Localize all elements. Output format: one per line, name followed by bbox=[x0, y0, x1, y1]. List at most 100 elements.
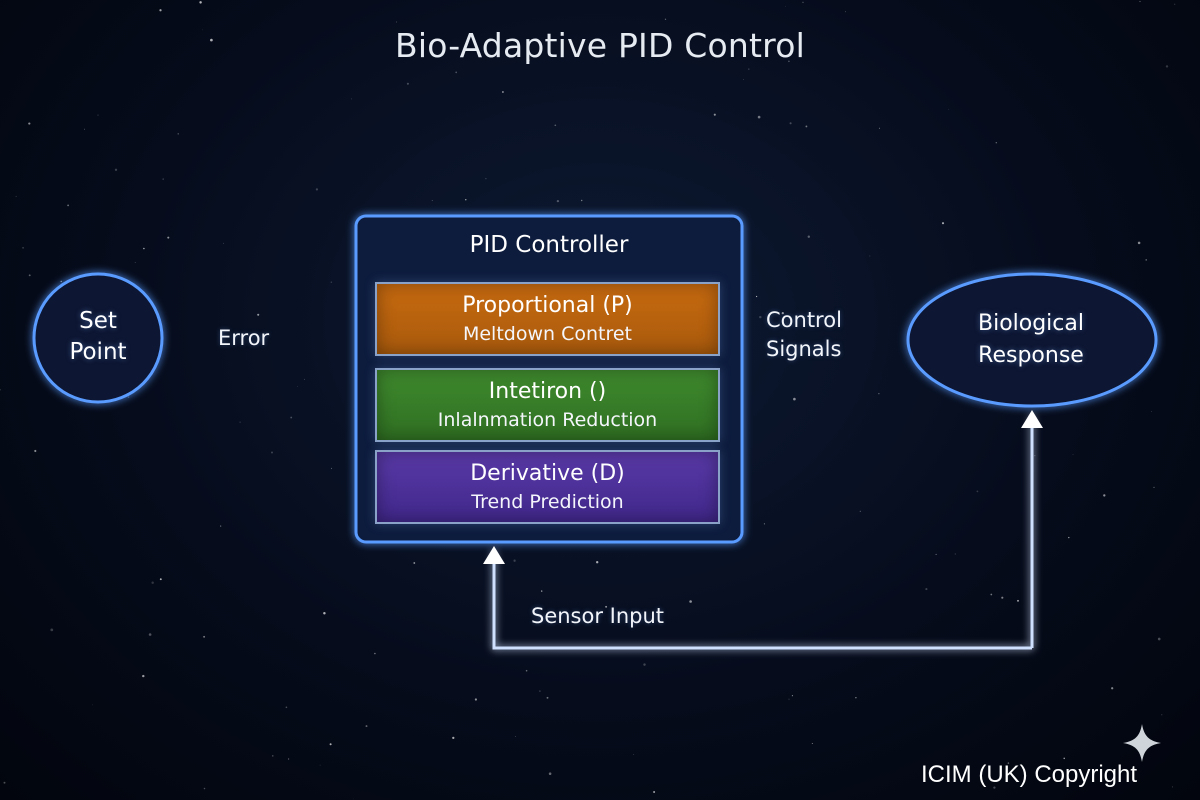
star bbox=[653, 791, 656, 793]
star bbox=[805, 125, 808, 128]
star bbox=[592, 40, 594, 43]
proportional-band: Proportional (P) Meltdown Contret bbox=[375, 282, 720, 356]
star bbox=[748, 68, 750, 70]
star bbox=[84, 128, 85, 130]
control-signals-line-2: Signals bbox=[766, 337, 842, 361]
star bbox=[1007, 762, 1010, 764]
star bbox=[859, 510, 861, 512]
star bbox=[151, 581, 154, 585]
star bbox=[757, 115, 761, 119]
error-label: Error bbox=[218, 326, 270, 350]
star bbox=[239, 421, 241, 423]
star bbox=[1139, 0, 1141, 3]
star bbox=[315, 188, 319, 191]
star bbox=[976, 490, 979, 493]
star bbox=[271, 451, 273, 454]
star bbox=[92, 704, 93, 706]
star bbox=[97, 114, 99, 116]
star bbox=[526, 59, 530, 62]
star bbox=[925, 588, 928, 591]
star bbox=[290, 416, 293, 419]
star bbox=[272, 755, 274, 757]
star bbox=[755, 295, 758, 298]
star bbox=[793, 397, 796, 401]
star bbox=[713, 113, 716, 116]
set-point-line-1: Set bbox=[79, 308, 117, 334]
sensor-arrowhead-left bbox=[483, 546, 505, 564]
star bbox=[329, 743, 332, 746]
star bbox=[633, 754, 635, 755]
star bbox=[202, 29, 203, 31]
star bbox=[990, 593, 993, 596]
star bbox=[223, 242, 224, 244]
sensor-input-label: Sensor Input bbox=[531, 604, 665, 628]
star bbox=[288, 758, 290, 760]
star bbox=[452, 736, 455, 740]
star bbox=[34, 449, 37, 453]
star bbox=[1072, 454, 1074, 456]
star bbox=[257, 313, 260, 316]
star bbox=[330, 281, 332, 283]
star bbox=[788, 60, 790, 63]
star bbox=[28, 122, 31, 125]
biological-response-line-2: Response bbox=[978, 343, 1084, 368]
star bbox=[954, 553, 956, 555]
star bbox=[993, 786, 996, 789]
copyright-text: ICIM (UK) Copyright bbox=[921, 761, 1138, 788]
star bbox=[1034, 454, 1036, 457]
star bbox=[177, 133, 179, 135]
diagram-title: Bio-Adaptive PID Control bbox=[395, 26, 805, 65]
star bbox=[580, 199, 583, 202]
star bbox=[948, 108, 950, 110]
star bbox=[788, 698, 790, 700]
star bbox=[143, 247, 145, 250]
proportional-name: Proportional (P) bbox=[462, 293, 633, 318]
integral-name: Intetiron () bbox=[488, 379, 607, 404]
star bbox=[60, 280, 62, 283]
star bbox=[513, 559, 516, 562]
star bbox=[28, 274, 31, 277]
star bbox=[1137, 241, 1141, 245]
star bbox=[210, 38, 213, 42]
star bbox=[1174, 3, 1176, 5]
star bbox=[514, 736, 516, 737]
star bbox=[22, 246, 25, 249]
star bbox=[0, 388, 1, 391]
star bbox=[556, 199, 560, 203]
sensor-feedback-line bbox=[492, 414, 1034, 650]
star bbox=[941, 222, 945, 225]
star bbox=[148, 633, 152, 636]
star bbox=[1151, 411, 1152, 412]
star bbox=[134, 262, 136, 263]
star bbox=[67, 204, 69, 207]
star bbox=[162, 178, 164, 180]
star bbox=[781, 311, 784, 315]
star bbox=[323, 612, 326, 615]
control-signals-label: Control Signals bbox=[766, 306, 842, 364]
star bbox=[465, 199, 467, 201]
star bbox=[353, 798, 354, 800]
biological-response-line-1: Biological bbox=[977, 311, 1084, 336]
derivative-band: Derivative (D) Trend Prediction bbox=[375, 450, 720, 524]
star bbox=[203, 787, 206, 790]
integral-band: Intetiron () Inlalnmation Reduction bbox=[375, 368, 720, 442]
star bbox=[501, 91, 504, 93]
star bbox=[142, 674, 145, 678]
star bbox=[743, 79, 744, 80]
star bbox=[220, 525, 222, 527]
star bbox=[331, 467, 333, 469]
star bbox=[554, 124, 557, 127]
star bbox=[374, 652, 376, 655]
star bbox=[1068, 536, 1070, 539]
star bbox=[855, 697, 857, 699]
integral-desc: Inlalnmation Reduction bbox=[437, 409, 658, 431]
star bbox=[869, 255, 871, 257]
star bbox=[351, 98, 353, 100]
set-point-line-2: Point bbox=[69, 339, 127, 365]
star bbox=[319, 764, 321, 766]
star bbox=[15, 195, 17, 197]
star bbox=[413, 562, 416, 564]
star bbox=[546, 696, 549, 699]
star bbox=[789, 122, 792, 125]
star bbox=[935, 553, 937, 555]
